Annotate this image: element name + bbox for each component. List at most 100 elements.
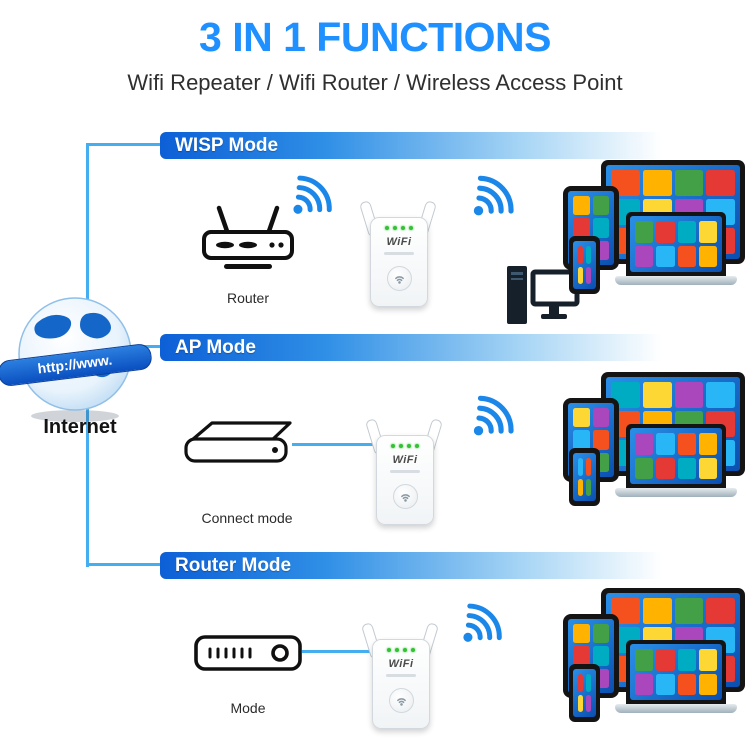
app-tile [698, 245, 717, 267]
wifi-signal-icon [463, 603, 502, 642]
app-tile [642, 598, 672, 624]
app-tile [677, 457, 696, 479]
laptop-base [615, 276, 737, 285]
app-tile [674, 598, 704, 624]
app-tile [592, 218, 609, 238]
app-tile [573, 430, 590, 450]
wifi-signal-icon [473, 175, 514, 216]
app-tile [573, 646, 590, 666]
app-tile [642, 382, 672, 408]
app-tile [573, 408, 590, 428]
app-tile [592, 624, 609, 644]
app-tile [578, 246, 583, 264]
repeater-body: WiFi [372, 639, 430, 729]
connector-line [86, 563, 163, 566]
app-tile [698, 221, 717, 243]
mode-bar-wisp: WISP Mode [160, 132, 750, 159]
repeater-subtext-bar [390, 470, 420, 473]
app-tile [635, 433, 654, 455]
repeater-body: WiFi [370, 217, 428, 307]
phone-icon [569, 664, 600, 722]
app-tile [573, 218, 590, 238]
repeater-subtext-bar [384, 252, 414, 255]
app-tile [578, 266, 583, 284]
app-tile [635, 245, 654, 267]
app-tile [656, 433, 675, 455]
wps-button-icon [386, 266, 412, 291]
app-tile [586, 458, 591, 476]
app-tile [592, 196, 609, 216]
repeater-body: WiFi [376, 435, 434, 525]
repeater-device: WiFi [360, 622, 440, 730]
laptop-base [615, 488, 737, 497]
globe-icon: http://www. [0, 292, 154, 426]
repeater-device: WiFi [364, 418, 444, 526]
app-tile [677, 673, 696, 695]
laptop-icon [615, 212, 737, 286]
broadband-box-icon [194, 635, 302, 671]
repeater-subtext-bar [386, 674, 416, 677]
app-tile [677, 649, 696, 671]
app-tile [592, 646, 609, 666]
repeater-brand-label: WiFi [386, 236, 412, 248]
app-tile [578, 478, 583, 496]
phone-icon [569, 448, 600, 506]
app-tile [642, 170, 672, 196]
repeater-brand-label: WiFi [388, 658, 414, 670]
phone-icon [569, 236, 600, 294]
laptop-icon [615, 424, 737, 498]
led-indicators [385, 226, 413, 230]
connector-line [86, 143, 163, 146]
app-tile [656, 457, 675, 479]
device-cluster [563, 588, 745, 728]
app-tile [592, 408, 609, 428]
app-tile [698, 649, 717, 671]
app-tile [698, 673, 717, 695]
app-tile [578, 674, 583, 692]
app-tile [677, 221, 696, 243]
laptop-base [615, 704, 737, 713]
app-tile [635, 673, 654, 695]
app-tile [573, 196, 590, 216]
repeater-brand-label: WiFi [392, 454, 418, 466]
connector-line [302, 650, 370, 653]
app-tile [578, 694, 583, 712]
led-indicators [387, 648, 415, 652]
app-tile [674, 382, 704, 408]
app-tile [656, 673, 675, 695]
device-cluster [563, 160, 745, 300]
page-subtitle: Wifi Repeater / Wifi Router / Wireless A… [127, 70, 623, 95]
app-tile [573, 624, 590, 644]
router-caption: Router [226, 290, 270, 306]
mode-bar-ap: AP Mode [160, 334, 750, 361]
app-tile [635, 649, 654, 671]
device-cluster [563, 372, 745, 512]
app-tile [586, 674, 591, 692]
app-tile [677, 245, 696, 267]
app-tile [698, 433, 717, 455]
app-tile [656, 245, 675, 267]
app-tile [592, 430, 609, 450]
app-tile [586, 478, 591, 496]
app-tile [586, 246, 591, 264]
app-tile [706, 598, 735, 624]
app-tile [706, 170, 735, 196]
modem-caption: Connect mode [201, 510, 293, 526]
laptop-icon [615, 640, 737, 714]
modem-icon [184, 421, 292, 463]
app-tile [586, 694, 591, 712]
app-tile [586, 266, 591, 284]
app-tile [656, 221, 675, 243]
wps-button-icon [392, 484, 418, 509]
page-title: 3 IN 1 FUNCTIONS [199, 14, 551, 60]
app-tile [578, 458, 583, 476]
mode-bar-router: Router Mode [160, 552, 750, 579]
wifi-signal-icon [293, 175, 332, 214]
repeater-device: WiFi [358, 200, 438, 308]
wps-button-icon [388, 688, 414, 713]
app-tile [698, 457, 717, 479]
app-tile [635, 457, 654, 479]
internet-label: Internet [43, 416, 117, 438]
box-caption: Mode [230, 700, 266, 716]
